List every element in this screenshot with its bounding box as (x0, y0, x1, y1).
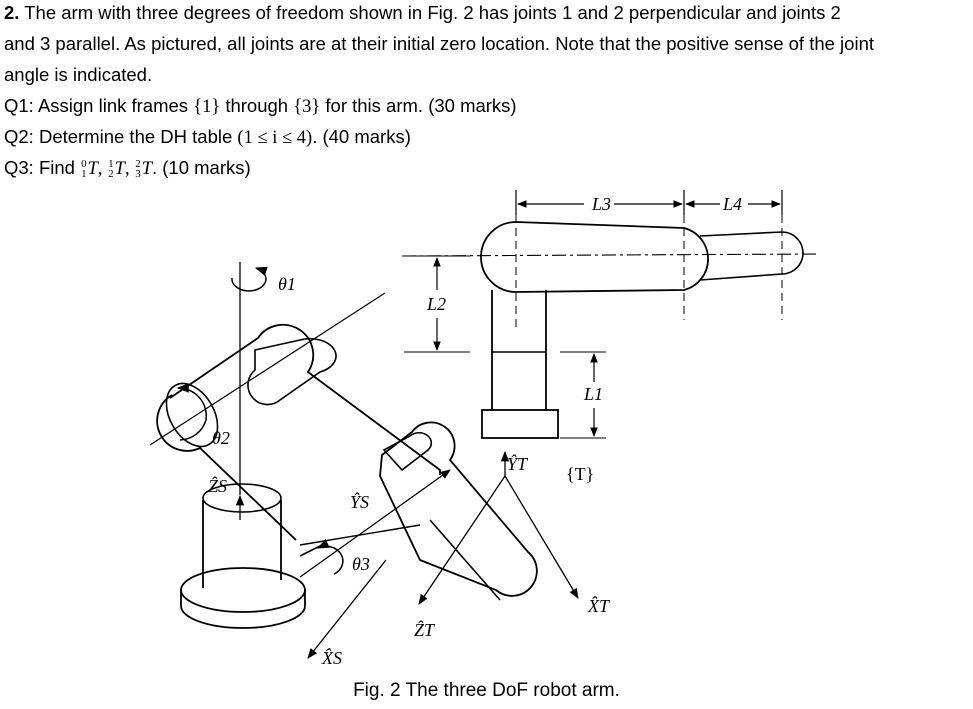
problem-text-1: The arm with three degrees of freedom sh… (24, 2, 841, 23)
q3-prefix: Q3: Find (4, 157, 81, 178)
label-ZT: ẐT (414, 619, 436, 640)
q3-t1: T (87, 159, 98, 179)
label-T-frame: {T} (566, 464, 594, 484)
q3-suffix: . (10 marks) (151, 157, 251, 178)
q1-frame-b: {3} (293, 97, 321, 117)
problem-number: 2. (4, 2, 20, 23)
q1-prefix: Q1: Assign link frames (4, 95, 194, 116)
label-L3: L3 (591, 194, 611, 214)
label-ZS: ẐS (208, 475, 227, 496)
label-theta2: θ2 (212, 428, 230, 448)
problem-line-1: 2. The arm with three degrees of freedom… (4, 2, 841, 24)
label-theta1: θ1 (278, 274, 296, 294)
q2-math: (1 ≤ i ≤ 4) (237, 128, 313, 148)
q1-mid: through (220, 95, 294, 116)
label-XT: X̂T (587, 596, 611, 616)
side-view (401, 190, 821, 439)
q1-suffix: for this arm. (30 marks) (320, 95, 517, 116)
label-YS: ŶS (350, 491, 369, 512)
label-YT: ŶT (507, 453, 529, 474)
label-L2: L2 (426, 294, 446, 314)
problem-line-2: and 3 parallel. As pictured, all joints … (4, 33, 874, 54)
question-2: Q2: Determine the DH table (1 ≤ i ≤ 4). … (4, 126, 411, 149)
q2-prefix: Q2: Determine the DH table (4, 126, 238, 147)
label-XS: X̂S (321, 648, 342, 668)
figure-caption: Fig. 2 The three DoF robot arm. (353, 680, 620, 701)
label-L4: L4 (722, 194, 742, 214)
q3-t3: T (141, 159, 152, 179)
q2-suffix: . (40 marks) (312, 126, 411, 147)
label-L1: L1 (583, 384, 603, 404)
q3-t2: T (114, 159, 125, 179)
label-theta3: θ3 (352, 554, 370, 574)
problem-line-3: angle is indicated. (4, 64, 153, 85)
q1-frame-a: {1} (193, 97, 221, 117)
isometric-view (149, 262, 579, 659)
question-1: Q1: Assign link frames {1} through {3} f… (4, 95, 517, 118)
